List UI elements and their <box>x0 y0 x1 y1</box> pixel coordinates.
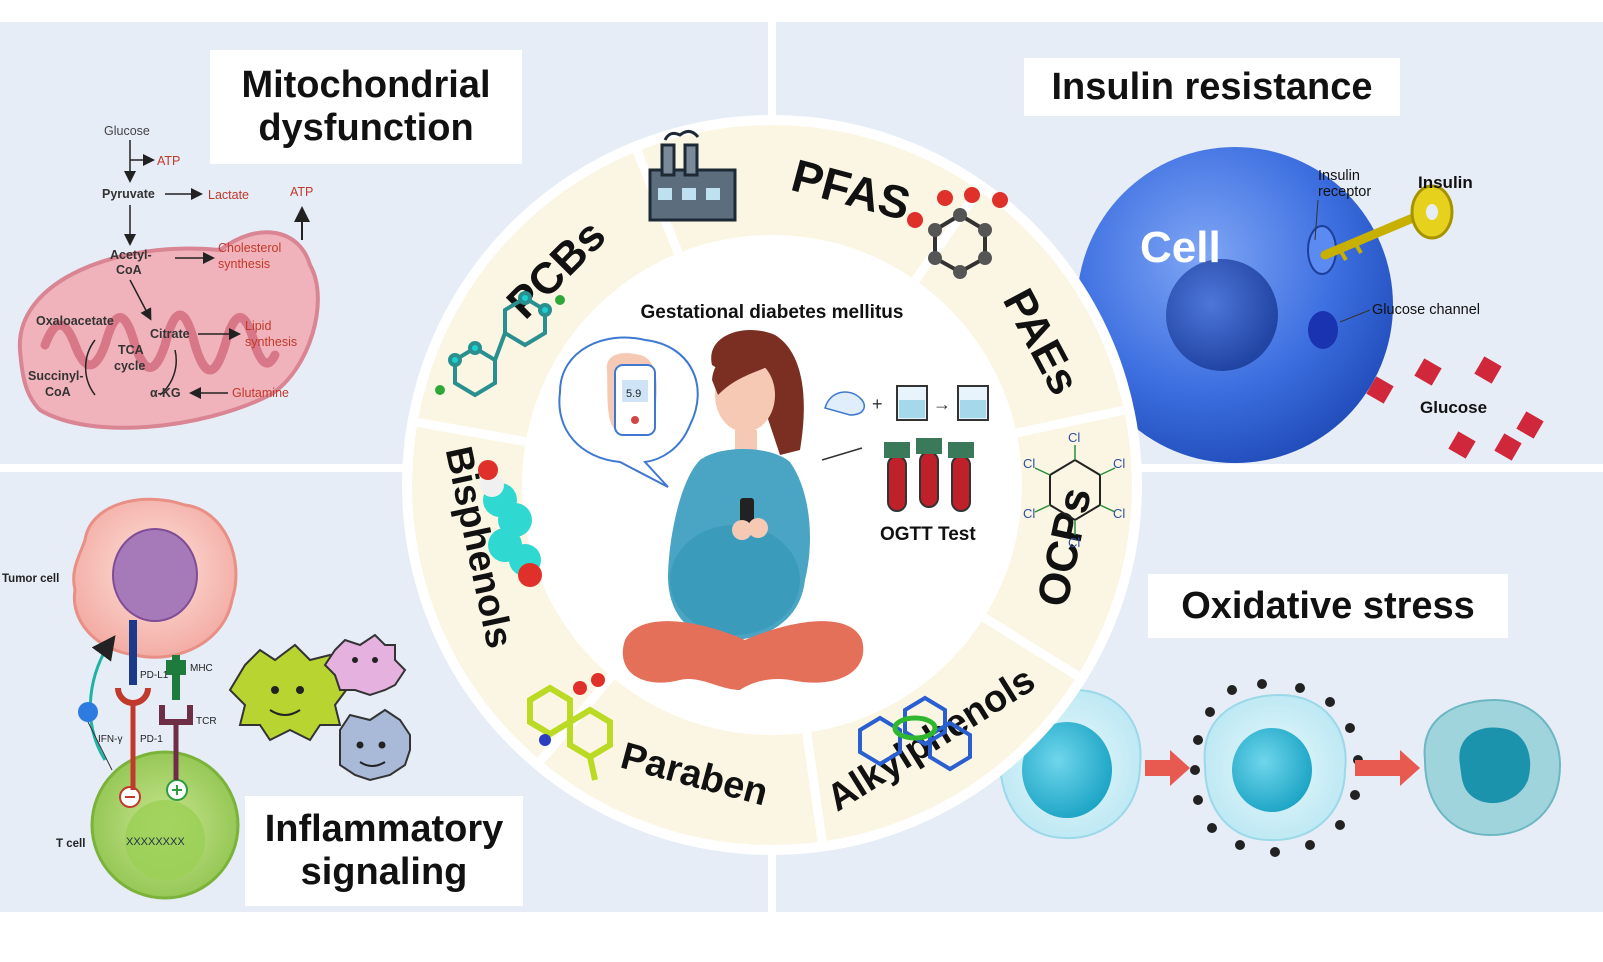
svg-text:Cl: Cl <box>1068 430 1080 445</box>
svg-text:Cl: Cl <box>1068 535 1080 550</box>
svg-text:Pyruvate: Pyruvate <box>102 187 155 201</box>
svg-text:XXXXXXXX: XXXXXXXX <box>126 836 185 848</box>
svg-text:PD-1: PD-1 <box>140 734 163 745</box>
glucose-cubes <box>1366 356 1544 461</box>
svg-text:Cl: Cl <box>1113 456 1125 471</box>
ogtt-test-illustration: + → <box>821 385 989 512</box>
svg-text:TCR: TCR <box>196 716 217 727</box>
svg-text:CoA: CoA <box>116 263 142 277</box>
factory-icon <box>648 130 737 222</box>
meter-reading: 5.9 <box>626 388 641 400</box>
damaged-cell <box>1423 698 1562 837</box>
insulin-cell: Cell <box>1077 147 1393 463</box>
svg-text:receptor: receptor <box>1318 184 1371 200</box>
ring-divider <box>1015 404 1131 438</box>
ring-divider <box>410 417 527 447</box>
phthalate-molecule-icon <box>907 187 1008 279</box>
svg-text:Cell: Cell <box>1140 223 1221 272</box>
svg-text:synthesis: synthesis <box>218 257 270 271</box>
svg-text:Cholesterol: Cholesterol <box>218 241 281 255</box>
center-title: Gestational diabetes mellitus <box>641 302 904 323</box>
stressed-cell <box>1203 693 1347 842</box>
svg-text:Tumor cell: Tumor cell <box>2 573 59 585</box>
bisphenol-molecule-icon <box>478 460 542 587</box>
hexachloro-molecule-icon: Cl Cl Cl Cl Cl Cl <box>1023 430 1125 550</box>
svg-text:Glucose channel: Glucose channel <box>1372 302 1480 318</box>
svg-text:PD-L1: PD-L1 <box>140 670 169 681</box>
svg-text:α-KG: α-KG <box>150 386 181 400</box>
ros-particles <box>1190 679 1363 857</box>
svg-text:Glutamine: Glutamine <box>232 386 289 400</box>
tumor-cell <box>72 497 238 659</box>
glucose-channel <box>1308 311 1338 349</box>
t-cell: XXXXXXXX <box>90 750 240 900</box>
title-insulin-resistance: Insulin resistance <box>1024 58 1400 116</box>
speech-bubble: 5.9 <box>558 336 699 488</box>
pregnant-woman-illustration <box>622 329 864 690</box>
progression-arrows <box>1145 750 1420 786</box>
svg-text:Lipid: Lipid <box>245 319 271 333</box>
svg-text:ATP: ATP <box>290 185 313 199</box>
svg-text:→: → <box>933 394 951 414</box>
title-inflammatory: Inflammatory signaling <box>245 796 523 906</box>
svg-text:Oxaloacetate: Oxaloacetate <box>36 314 114 328</box>
svg-text:Glucose: Glucose <box>1420 398 1487 417</box>
germ-cartoons <box>228 633 411 782</box>
svg-text:Citrate: Citrate <box>150 327 190 341</box>
svg-text:TCA: TCA <box>118 343 144 357</box>
svg-text:Glucose: Glucose <box>104 124 150 138</box>
svg-text:Insulin: Insulin <box>1318 168 1360 184</box>
svg-text:MHC: MHC <box>190 663 213 674</box>
mitochondrion-illustration <box>17 230 320 430</box>
svg-text:IFN-γ: IFN-γ <box>98 734 122 745</box>
alkylphenol-molecule-icon <box>858 695 972 772</box>
pd1-pdl1-binding <box>78 620 193 790</box>
svg-text:ATP: ATP <box>157 154 180 168</box>
svg-text:Lactate: Lactate <box>208 188 249 202</box>
svg-text:CoA: CoA <box>45 385 71 399</box>
title-mitochondrial: Mitochondrial dysfunction <box>210 50 522 164</box>
metabolic-pathway: Glucose ATP Pyruvate Lactate ATP Acetyl-… <box>28 124 313 400</box>
svg-text:synthesis: synthesis <box>245 335 297 349</box>
svg-text:cycle: cycle <box>114 359 145 373</box>
title-oxidative: Oxidative stress <box>1148 574 1508 638</box>
svg-text:Cl: Cl <box>1113 506 1125 521</box>
svg-text:Insulin: Insulin <box>1418 173 1473 192</box>
svg-text:Succinyl-: Succinyl- <box>28 369 84 383</box>
ogtt-label: OGTT Test <box>880 524 976 545</box>
pcb-molecule-icon <box>435 291 565 398</box>
svg-text:Cl: Cl <box>1023 506 1035 521</box>
svg-text:Cl: Cl <box>1023 456 1035 471</box>
insulin-key-icon <box>1320 184 1454 262</box>
svg-text:Acetyl-: Acetyl- <box>110 248 152 262</box>
ring-divider <box>802 731 828 849</box>
svg-text:+: + <box>872 394 883 414</box>
svg-text:T cell: T cell <box>56 838 85 850</box>
ring-divider <box>981 613 1085 683</box>
paraben-molecule-icon <box>527 673 613 781</box>
